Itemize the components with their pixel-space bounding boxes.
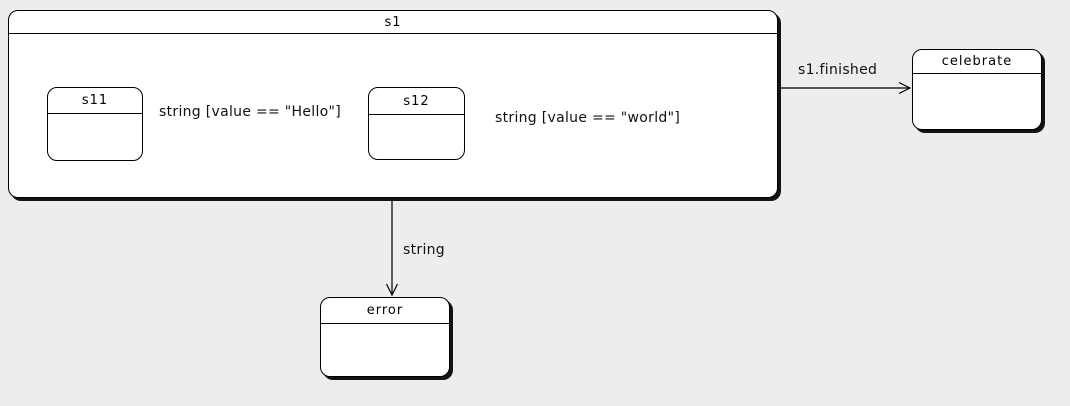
state-error-title: error bbox=[321, 298, 449, 324]
state-celebrate[interactable]: celebrate bbox=[912, 49, 1042, 130]
state-error[interactable]: error bbox=[320, 297, 450, 377]
state-celebrate-title: celebrate bbox=[913, 50, 1041, 74]
transition-label-s1-to-error[interactable]: string bbox=[403, 242, 445, 258]
state-s1-title: s1 bbox=[9, 11, 777, 34]
state-s12-title: s12 bbox=[369, 88, 464, 115]
transition-line-s1-to-celebrate[interactable] bbox=[781, 81, 912, 95]
state-s11-title: s11 bbox=[48, 88, 142, 114]
transition-label-s1-to-celebrate[interactable]: s1.finished bbox=[798, 62, 878, 78]
transition-label-s11-to-s12[interactable]: string [value == "Hello"] bbox=[159, 104, 342, 120]
transition-line-s1-to-error[interactable] bbox=[385, 200, 399, 297]
state-s11[interactable]: s11 bbox=[47, 87, 143, 161]
transition-label-s12-to-final[interactable]: string [value == "world"] bbox=[495, 110, 681, 126]
state-s12[interactable]: s12 bbox=[368, 87, 465, 160]
